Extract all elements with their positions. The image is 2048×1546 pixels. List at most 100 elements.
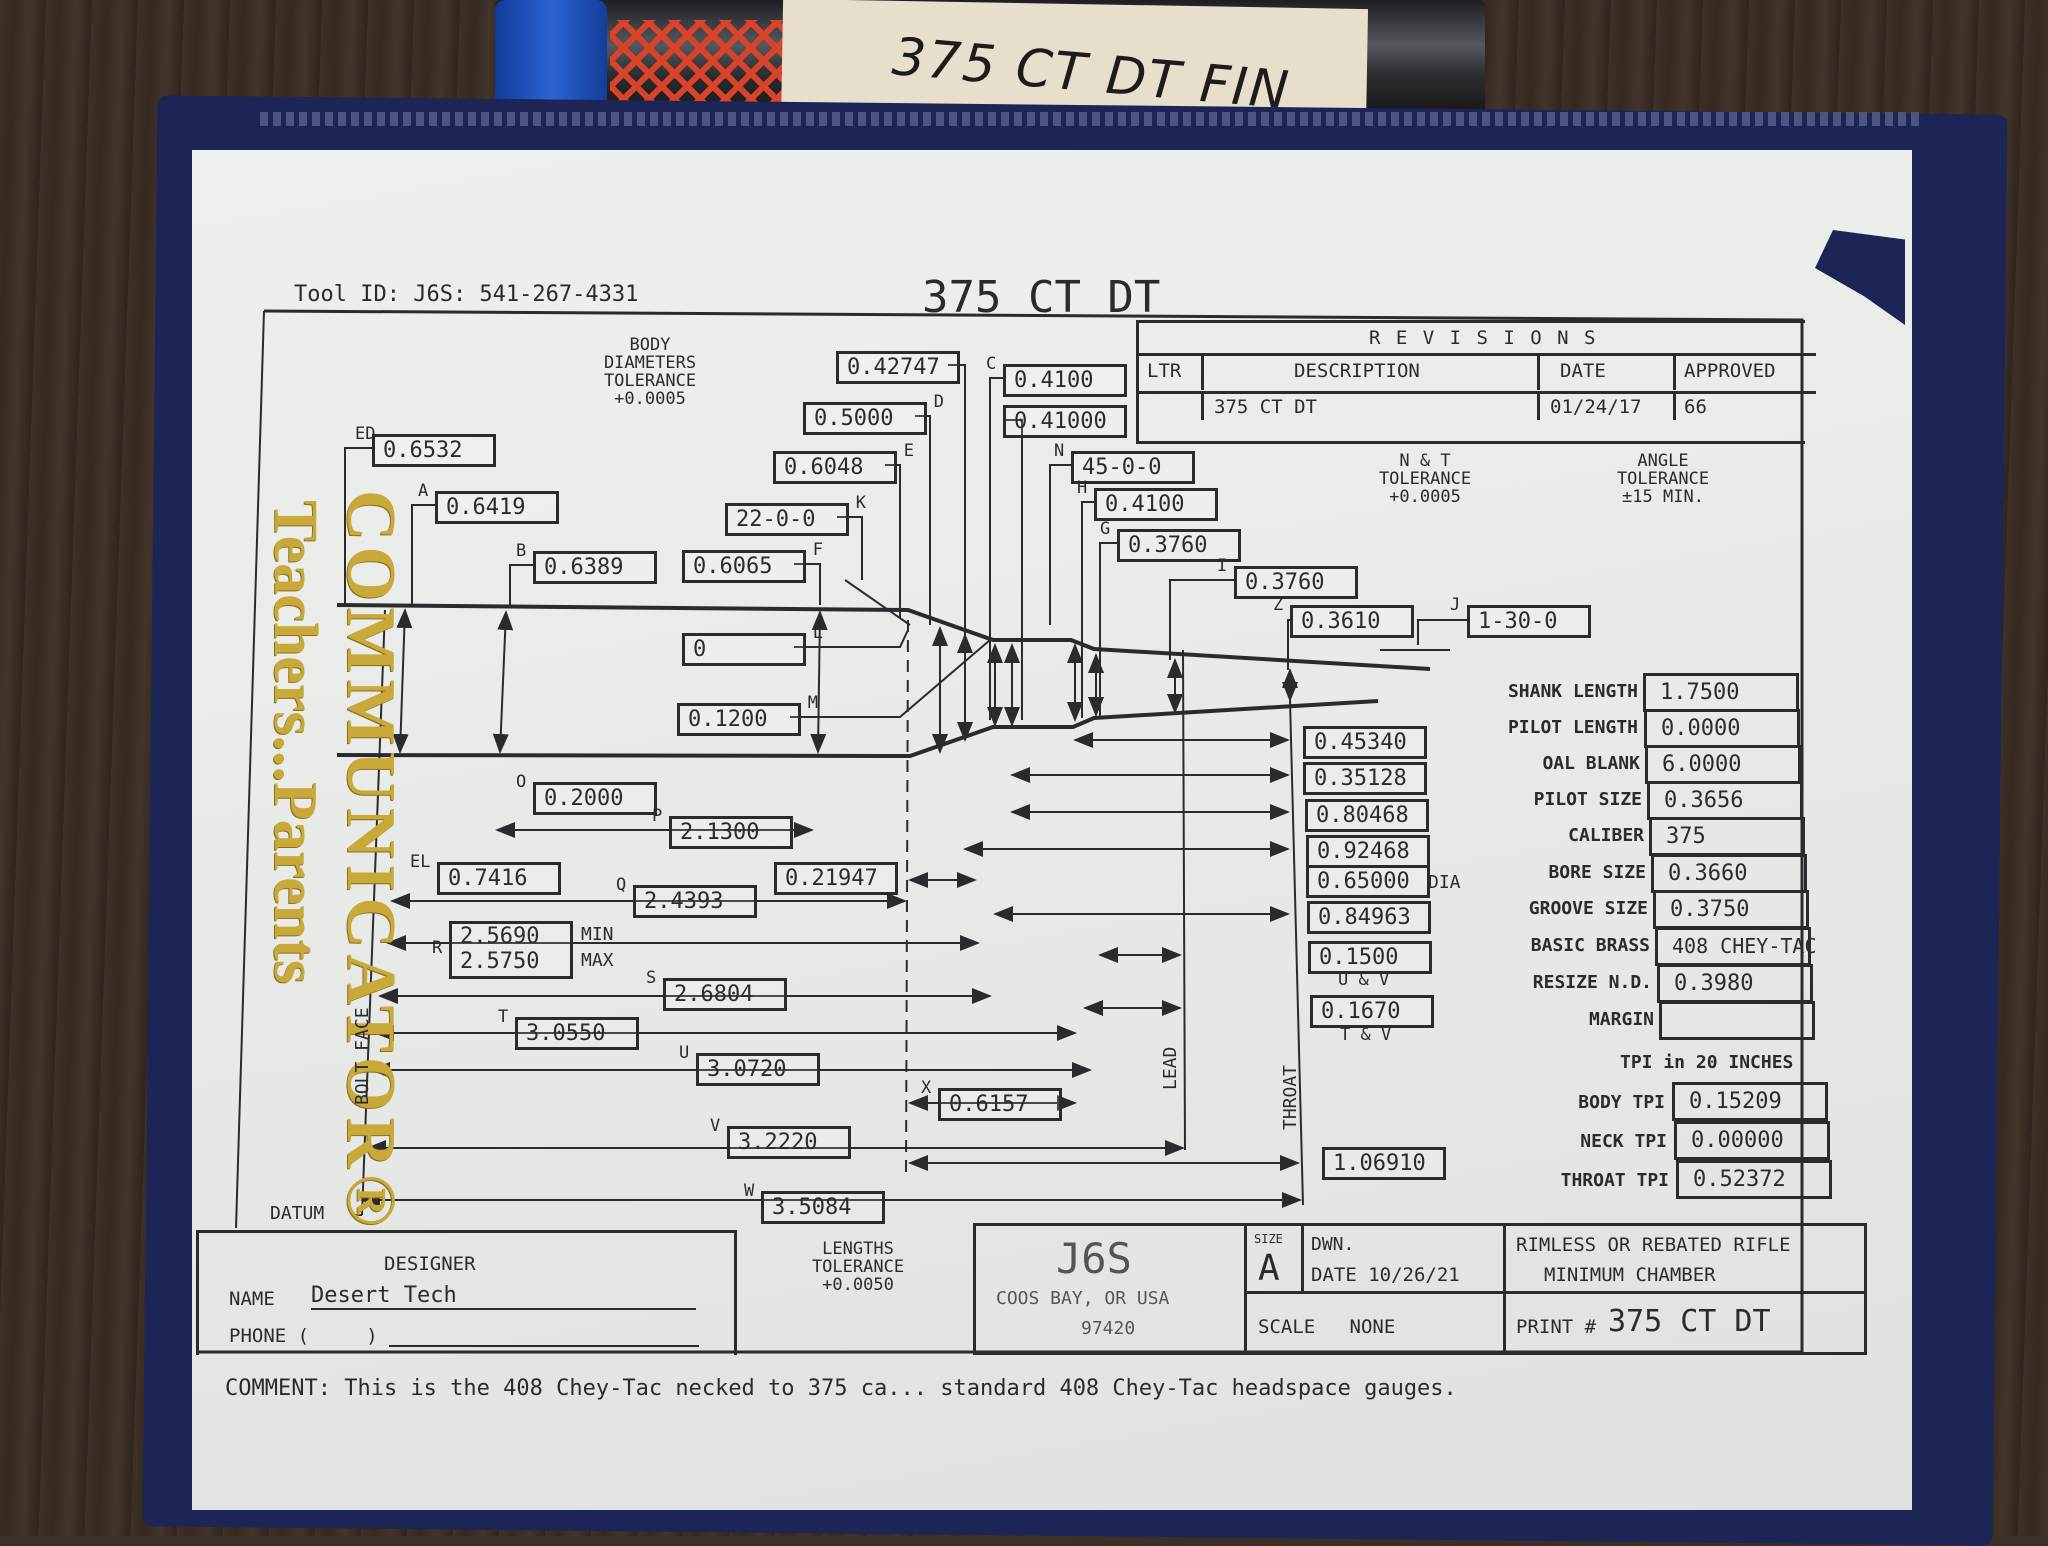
rev-col-description: DESCRIPTION — [1201, 353, 1634, 390]
bolt-face-label: BOLT FACE — [352, 1007, 373, 1105]
dim-value: 0.92468 — [1317, 839, 1410, 864]
tool-id: Tool ID: J6S: 541-267-4331 — [294, 282, 639, 307]
lengths-tolerance-note: LENGTHS TOLERANCE +0.0050 — [793, 1240, 923, 1294]
spec-value: 375 — [1649, 817, 1805, 856]
dim-value: 0.80468 — [1316, 803, 1409, 828]
dim-letter: D — [933, 392, 944, 412]
spec-row: PILOT LENGTH — [1380, 711, 1638, 747]
spec-label: OAL BLANK — [1542, 753, 1640, 774]
spec-label: PILOT SIZE — [1533, 789, 1642, 810]
dim-value: 45-0-0 — [1082, 455, 1162, 480]
dim-letter: A — [418, 481, 429, 501]
divider — [1301, 1226, 1304, 1291]
spec-label: MARGIN — [1588, 1009, 1654, 1030]
rev-row-ltr — [1136, 391, 1201, 420]
bolt-face-line — [361, 609, 386, 1216]
drawn-date: DATE 10/26/21 — [1311, 1264, 1460, 1286]
dim-letter: L — [812, 623, 823, 643]
tpi-value: 0.52372 — [1676, 1160, 1832, 1199]
body-tolerance-note: BODY DIAMETERS TOLERANCE +0.0005 — [590, 336, 710, 408]
dim-letter: F — [812, 540, 823, 560]
spec-value — [1659, 1001, 1815, 1040]
divider — [1503, 1226, 1506, 1352]
spec-label: GROOVE SIZE — [1528, 898, 1648, 919]
spec-value: 1.7500 — [1643, 673, 1799, 712]
dim-value: 0.7416 — [448, 866, 528, 891]
t-v-note: T & V — [1340, 1025, 1392, 1045]
spec-label: BORE SIZE — [1548, 862, 1646, 883]
rev-col-date: DATE — [1537, 353, 1675, 390]
dim-value-min: 2.5690 — [460, 924, 540, 949]
note-line: +0.0005 — [614, 389, 686, 409]
dim-value: 0.6419 — [446, 495, 526, 520]
spec-value: 0.0000 — [1644, 709, 1800, 748]
print-number: 375 CT DT — [1608, 1304, 1771, 1339]
tpi-value: 0.15209 — [1672, 1082, 1828, 1121]
dim-value: 2.4393 — [644, 889, 724, 914]
spec-value: 0.3750 — [1653, 890, 1809, 929]
sleeve-stitching — [260, 112, 1920, 126]
right-len-4: 0.65000 — [1306, 865, 1430, 898]
lead-label: LEAD — [1160, 1046, 1181, 1090]
size-value: A — [1258, 1248, 1280, 1289]
dim-value: 3.0550 — [526, 1021, 606, 1046]
dim-value: 0.21947 — [785, 866, 878, 891]
chamber-type-line-2: MINIMUM CHAMBER — [1544, 1264, 1716, 1286]
dim-value: 22-0-0 — [736, 507, 816, 532]
dim-letter: I — [1217, 556, 1228, 576]
dim-value: 3.2220 — [738, 1130, 818, 1155]
nt-tolerance-note: N & T TOLERANCE +0.0005 — [1360, 452, 1490, 506]
dashed-reference-line — [905, 619, 909, 1176]
spec-value: 6.0000 — [1645, 745, 1801, 784]
dim-letter: X — [921, 1078, 932, 1098]
rev-row-description: 375 CT DT — [1201, 391, 1634, 420]
comment-text: COMMENT: This is the 408 Chey-Tac necked… — [225, 1376, 1457, 1401]
dim-value: 0.35128 — [1314, 766, 1407, 791]
datum-label: DATUM — [270, 1203, 325, 1224]
dim-value: 0.6048 — [784, 455, 864, 480]
name-label: NAME — [229, 1288, 275, 1310]
note-line: DIAMETERS — [603, 353, 697, 373]
spec-value: 0.3980 — [1657, 964, 1813, 1003]
dim-letter: O — [516, 772, 527, 792]
designer-block: DESIGNER NAME Desert Tech PHONE ( ) — [196, 1230, 737, 1355]
divider — [1244, 1291, 1864, 1294]
throat-label: THROAT — [1280, 1064, 1301, 1130]
u-v-note: U & V — [1338, 970, 1390, 990]
note-line: TOLERANCE — [1378, 469, 1472, 489]
company-block: J6S COOS BAY, OR USA 97420 SIZE A DWN. D… — [973, 1223, 1867, 1355]
dim-value: 0.4100 — [1014, 368, 1094, 393]
dim-value: 1-30-0 — [1478, 609, 1558, 634]
dim-value: 0.6157 — [949, 1092, 1029, 1117]
rev-row-date: 01/24/17 — [1537, 391, 1675, 420]
right-len-1: 0.35128 — [1303, 762, 1427, 795]
spec-value: 408 CHEY-TAC — [1655, 927, 1817, 966]
chamber-profile-bottom — [336, 699, 1379, 759]
dim-letter: W — [744, 1181, 755, 1201]
spec-row: GROOVE SIZE — [1380, 892, 1648, 928]
phone-label: PHONE ( ) — [229, 1325, 378, 1347]
dim-value: 3.0720 — [707, 1057, 787, 1082]
spec-label: BASIC BRASS — [1530, 935, 1650, 956]
dim-value: 0.84963 — [1318, 905, 1411, 930]
designer-name: Desert Tech — [311, 1283, 696, 1310]
spec-value: 0.3660 — [1651, 854, 1807, 893]
dim-value: 0.5000 — [814, 406, 894, 431]
tpi-row: BODY TPI — [1450, 1086, 1665, 1122]
revisions-title: R E V I S I O N S — [1369, 327, 1598, 349]
len-X: X 0.6157 — [921, 1078, 1062, 1121]
chamber-type-line-1: RIMLESS OR REBATED RIFLE — [1516, 1234, 1791, 1256]
right-len-7: 0.1670 — [1310, 995, 1434, 1028]
spec-row: BORE SIZE — [1380, 856, 1646, 892]
note-line: BODY — [629, 335, 671, 355]
dim-neck-0: 0.42747 — [836, 351, 960, 384]
tpi-label: BODY TPI — [1578, 1092, 1665, 1113]
dim-letter: M — [807, 693, 818, 713]
dwn-label: DWN. — [1311, 1234, 1355, 1255]
